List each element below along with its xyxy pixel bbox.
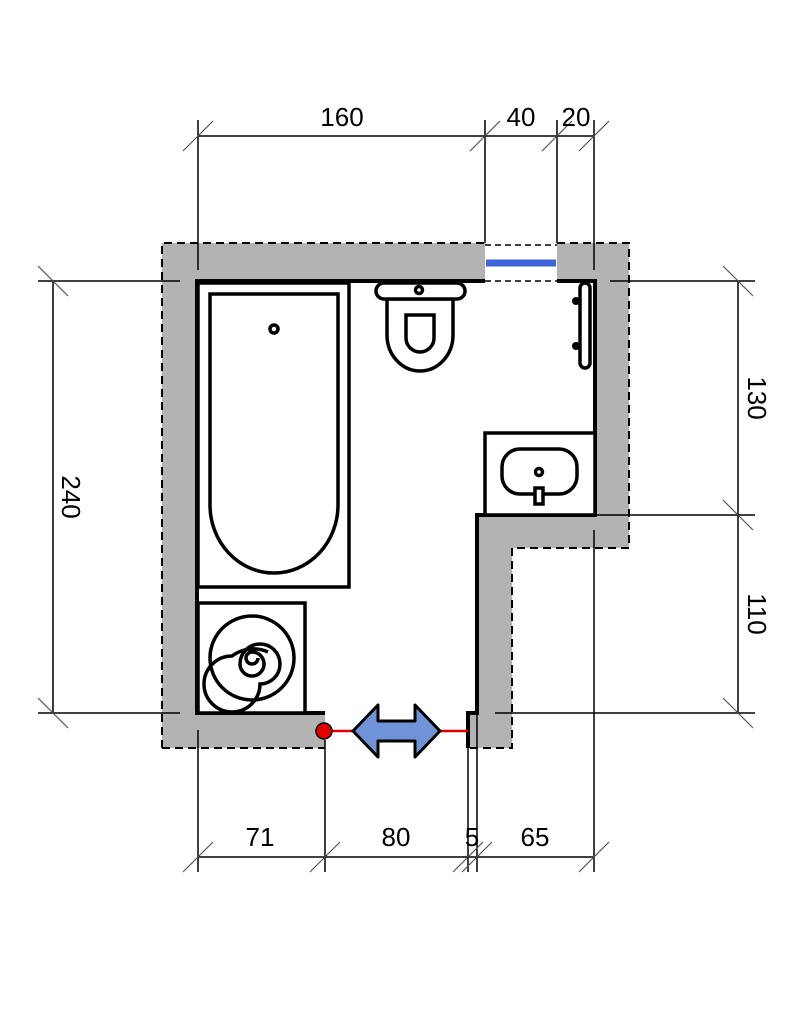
dim-left-1: 240 [56, 475, 86, 518]
dim-top-1: 160 [320, 102, 363, 132]
dim-right-2: 110 [742, 593, 772, 634]
dimension-top: 160 40 20 [182, 102, 610, 270]
window [485, 244, 557, 282]
dimension-left: 240 [37, 265, 180, 729]
dim-bottom-4: 65 [521, 822, 550, 852]
bathtub [196, 281, 351, 589]
dim-top-3: 20 [562, 102, 591, 132]
dimension-bottom: 71 80 5 65 [182, 530, 610, 873]
door-swing-arrow-icon [351, 703, 442, 759]
dim-bottom-3: 5 [465, 822, 479, 852]
bathtub-drain [268, 323, 280, 335]
door[interactable] [315, 703, 468, 759]
towel-rail [572, 281, 592, 370]
door-hinge-icon [315, 722, 333, 740]
dim-bottom-2: 80 [382, 822, 411, 852]
washing-machine [196, 601, 307, 715]
dimension-right: 130 110 [495, 265, 772, 729]
dim-bottom-1: 71 [246, 822, 275, 852]
outer-wall [162, 243, 485, 748]
dim-top-2: 40 [507, 102, 536, 132]
toilet [374, 281, 467, 373]
right-wall [468, 243, 629, 748]
sink [483, 431, 597, 517]
dim-right-1: 130 [742, 376, 772, 419]
sink-tap [533, 486, 545, 506]
outer-wall-dashed-outline [161, 242, 630, 749]
spiral-icon [202, 642, 282, 714]
